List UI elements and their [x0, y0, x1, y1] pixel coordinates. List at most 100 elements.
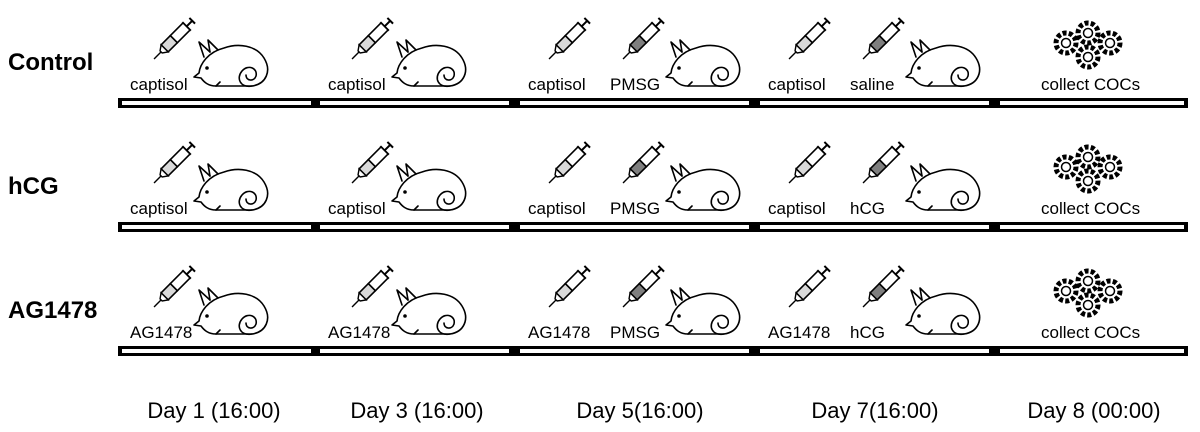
stage-label: captisol — [528, 199, 586, 218]
oocyte — [1075, 292, 1101, 318]
mouse-icon — [193, 39, 269, 88]
day-label: Day 3 (16:00) — [350, 398, 483, 423]
oocyte — [1053, 30, 1079, 56]
day-label: Day 8 (00:00) — [1027, 398, 1160, 423]
stage-label: AG1478 — [768, 323, 830, 342]
syringe-icon — [788, 17, 831, 60]
timeline-segment — [320, 225, 509, 229]
stage-label: captisol — [130, 75, 188, 94]
stage-label: AG1478 — [130, 323, 192, 342]
timeline-segment — [1000, 349, 1184, 353]
oocyte-cluster-icon — [1053, 268, 1123, 318]
stage-label: captisol — [328, 199, 386, 218]
timeline-bar — [118, 346, 1188, 356]
timeline-segment — [122, 349, 311, 353]
mouse-icon — [391, 287, 467, 336]
oocyte — [1075, 168, 1101, 194]
mouse-icon — [905, 163, 981, 212]
timeline-segment — [320, 349, 509, 353]
mouse-icon — [665, 287, 741, 336]
timeline-segment — [760, 349, 989, 353]
syringe-dark-icon — [622, 265, 665, 308]
syringe-icon — [788, 265, 831, 308]
syringe-icon — [153, 17, 196, 60]
stage-label: captisol — [328, 75, 386, 94]
mouse-icon — [665, 163, 741, 212]
mouse-icon — [665, 39, 741, 88]
day-label: Day 1 (16:00) — [147, 398, 280, 423]
syringe-dark-icon — [622, 17, 665, 60]
timeline-bar — [118, 222, 1188, 232]
timeline-bar — [118, 98, 1188, 108]
stage-label: captisol — [768, 199, 826, 218]
syringe-dark-icon — [862, 265, 905, 308]
syringe-icon — [548, 265, 591, 308]
mouse-icon — [391, 39, 467, 88]
stage-5: collect COCs — [1041, 144, 1140, 218]
group-label: hCG — [8, 173, 59, 200]
stage-3: captisol PMSG — [528, 141, 741, 218]
timeline-segment — [520, 349, 749, 353]
syringe-icon — [788, 141, 831, 184]
timeline-segment — [122, 101, 311, 105]
oocyte — [1075, 44, 1101, 70]
timeline-segment — [760, 225, 989, 229]
timeline-segment — [1000, 225, 1184, 229]
oocyte — [1075, 144, 1101, 170]
stage-5: collect COCs — [1041, 268, 1140, 342]
stage-2: captisol — [328, 141, 467, 218]
stage-label: AG1478 — [528, 323, 590, 342]
stage-1: captisol — [130, 17, 269, 94]
mouse-icon — [905, 287, 981, 336]
oocyte-cluster-icon — [1053, 20, 1123, 70]
day-labels: Day 1 (16:00) Day 3 (16:00) Day 5(16:00) Da… — [147, 398, 1160, 423]
stage-label: captisol — [130, 199, 188, 218]
stage-label: collect COCs — [1041, 323, 1140, 342]
group-label: Control — [8, 49, 93, 76]
day-label: Day 7(16:00) — [811, 398, 938, 423]
oocyte — [1097, 154, 1123, 180]
timeline-segment — [122, 225, 311, 229]
syringe-icon — [548, 141, 591, 184]
oocyte — [1097, 30, 1123, 56]
oocyte — [1075, 268, 1101, 294]
mouse-icon — [391, 163, 467, 212]
oocyte — [1053, 278, 1079, 304]
stage-1: AG1478 — [130, 265, 269, 342]
timeline-segment — [1000, 101, 1184, 105]
timeline-segment — [320, 101, 509, 105]
stage-label: PMSG — [610, 75, 660, 94]
oocyte — [1075, 20, 1101, 46]
stage-2: captisol — [328, 17, 467, 94]
timeline-segment — [520, 225, 749, 229]
oocyte-cluster-icon — [1053, 144, 1123, 194]
stage-label: AG1478 — [328, 323, 390, 342]
stage-label: saline — [850, 75, 894, 94]
timeline-segment — [760, 101, 989, 105]
mouse-icon — [193, 163, 269, 212]
syringe-icon — [351, 17, 394, 60]
syringe-icon — [548, 17, 591, 60]
syringe-icon — [351, 141, 394, 184]
oocyte — [1053, 154, 1079, 180]
day-label: Day 5(16:00) — [576, 398, 703, 423]
stage-label: PMSG — [610, 199, 660, 218]
stage-label: PMSG — [610, 323, 660, 342]
syringe-dark-icon — [862, 17, 905, 60]
stage-5: collect COCs — [1041, 20, 1140, 94]
stage-label: collect COCs — [1041, 199, 1140, 218]
stage-label: collect COCs — [1041, 75, 1140, 94]
group-label: AG1478 — [8, 297, 97, 324]
syringe-icon — [153, 141, 196, 184]
stage-2: AG1478 — [328, 265, 467, 342]
syringe-icon — [351, 265, 394, 308]
stage-3: AG1478 PMSG — [528, 265, 741, 342]
stage-1: captisol — [130, 141, 269, 218]
